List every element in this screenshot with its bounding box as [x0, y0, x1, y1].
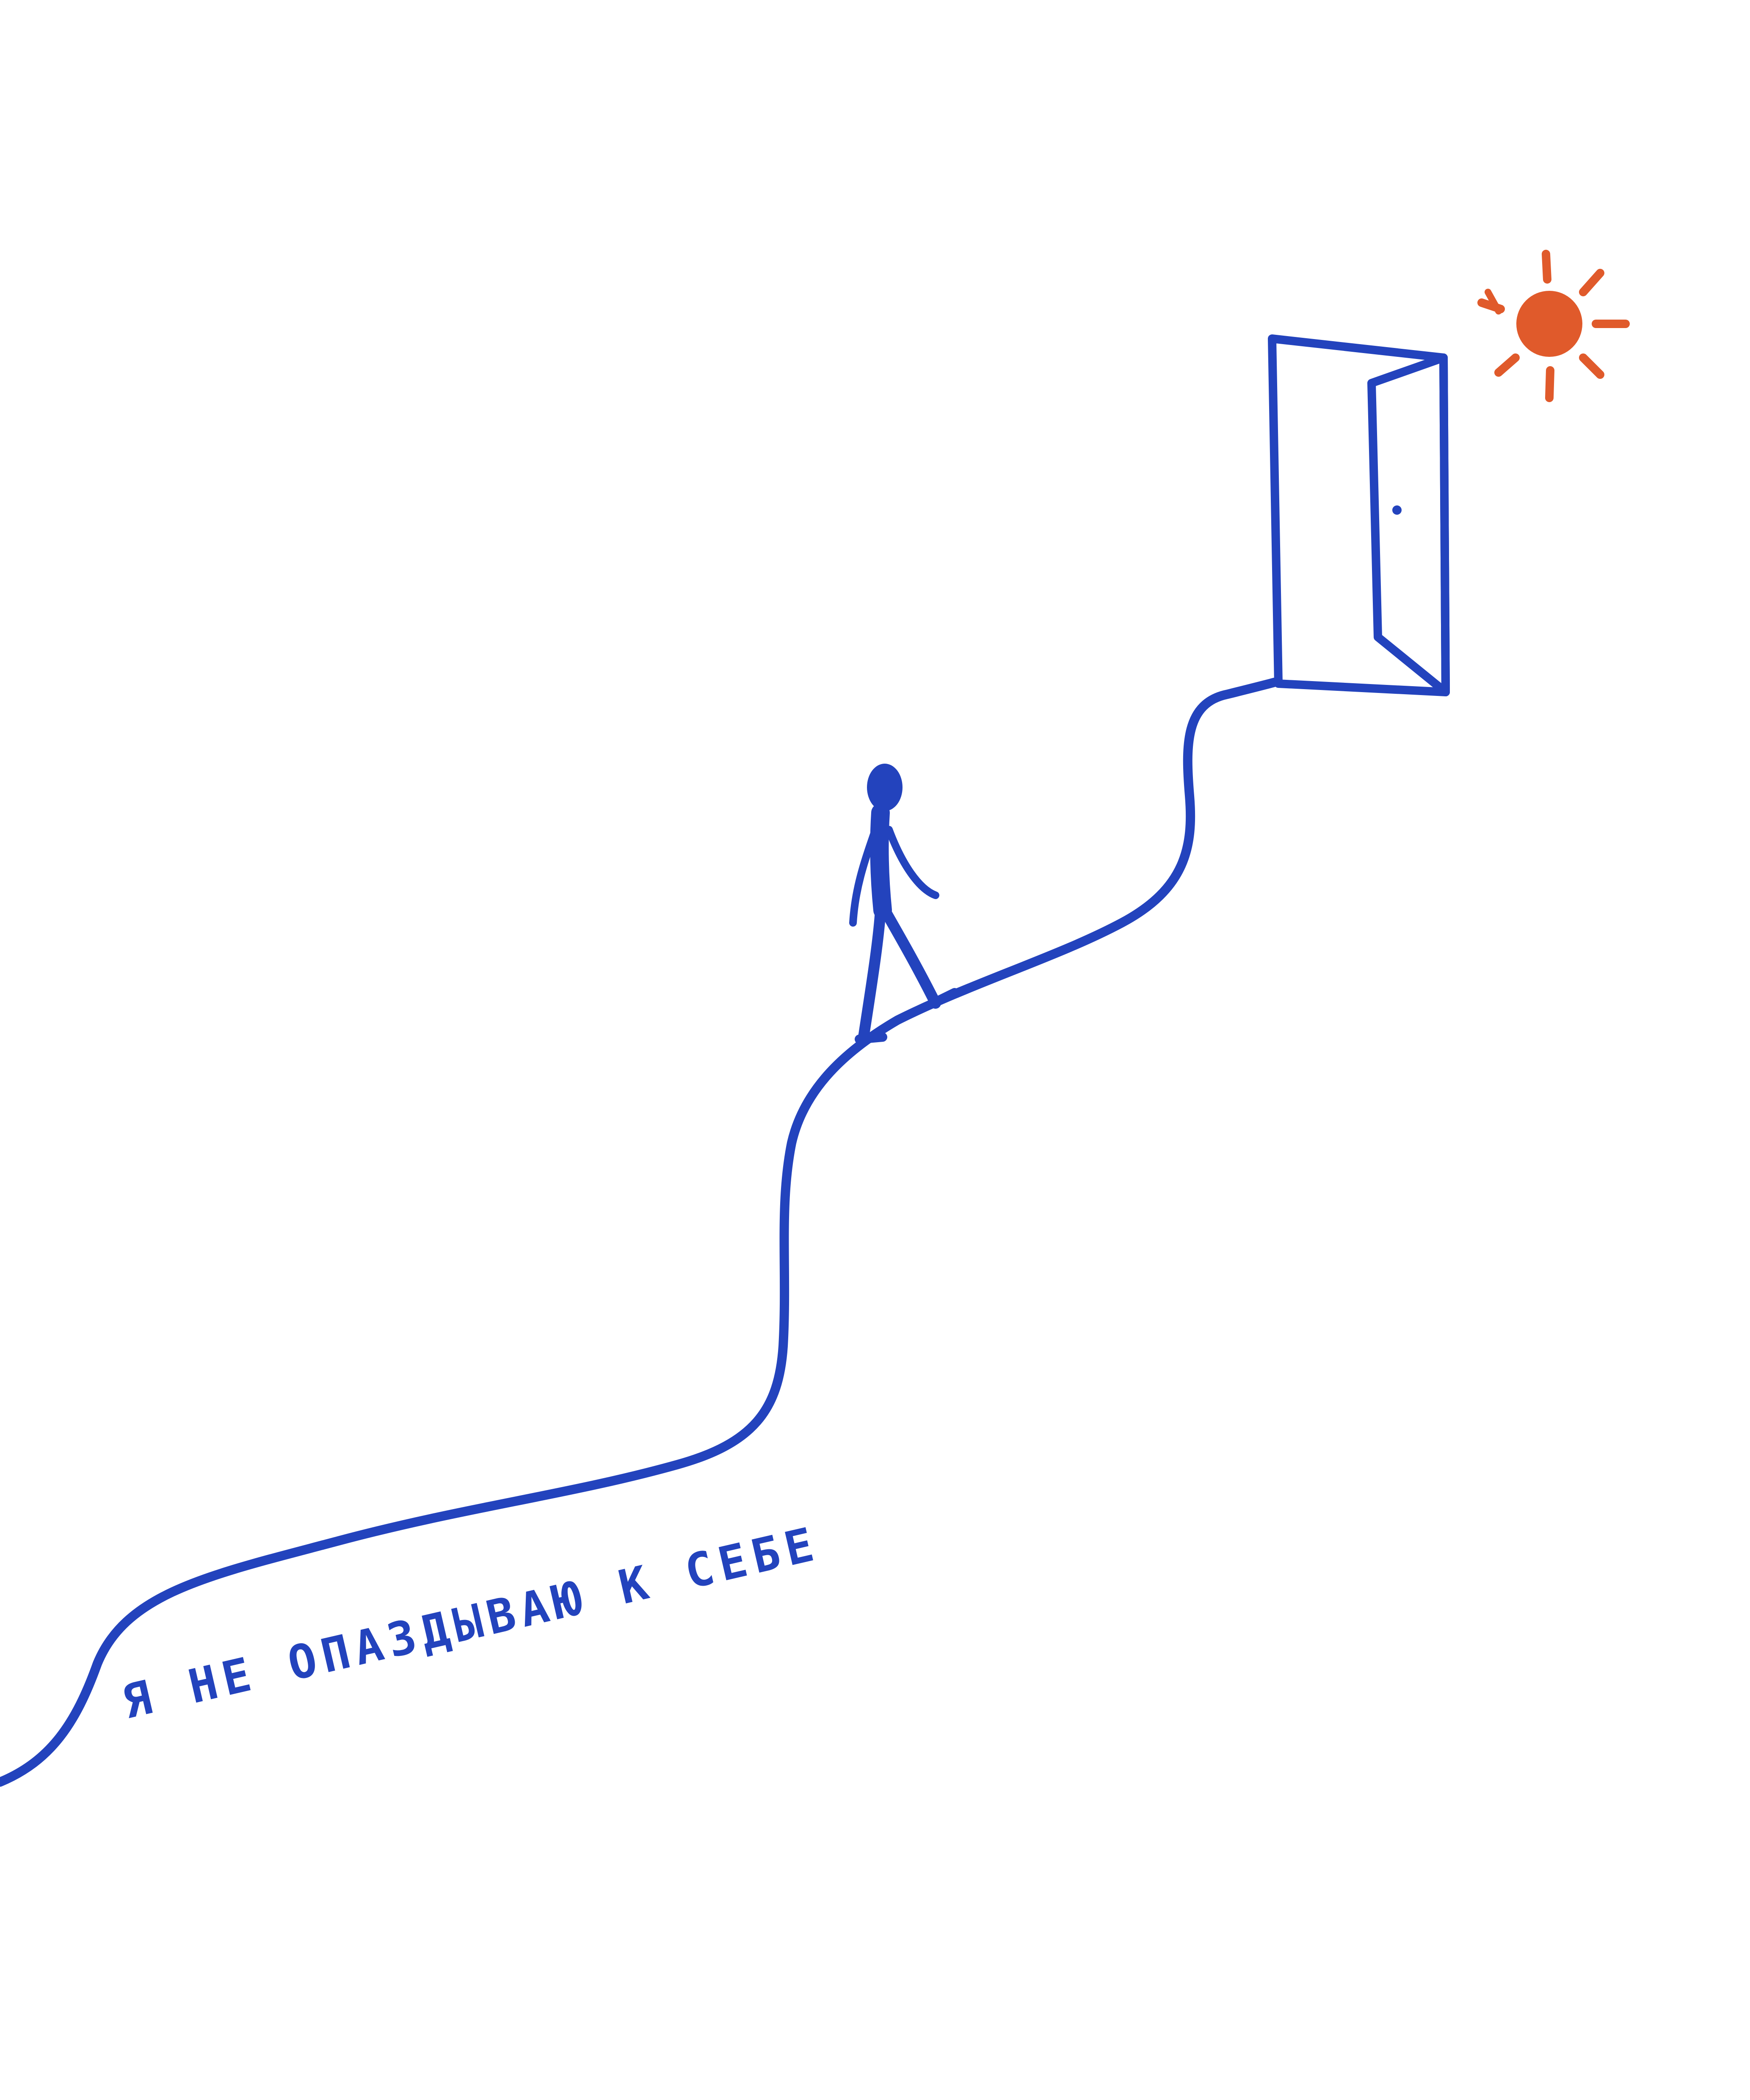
walking-figure-icon	[849, 764, 959, 1044]
path-caption: Я НЕ ОПАЗДЫВАЮ К СЕБЕ	[117, 1516, 824, 1730]
sun-icon	[1477, 250, 1630, 402]
path-line	[0, 678, 1279, 1787]
open-door-icon	[1268, 334, 1450, 696]
